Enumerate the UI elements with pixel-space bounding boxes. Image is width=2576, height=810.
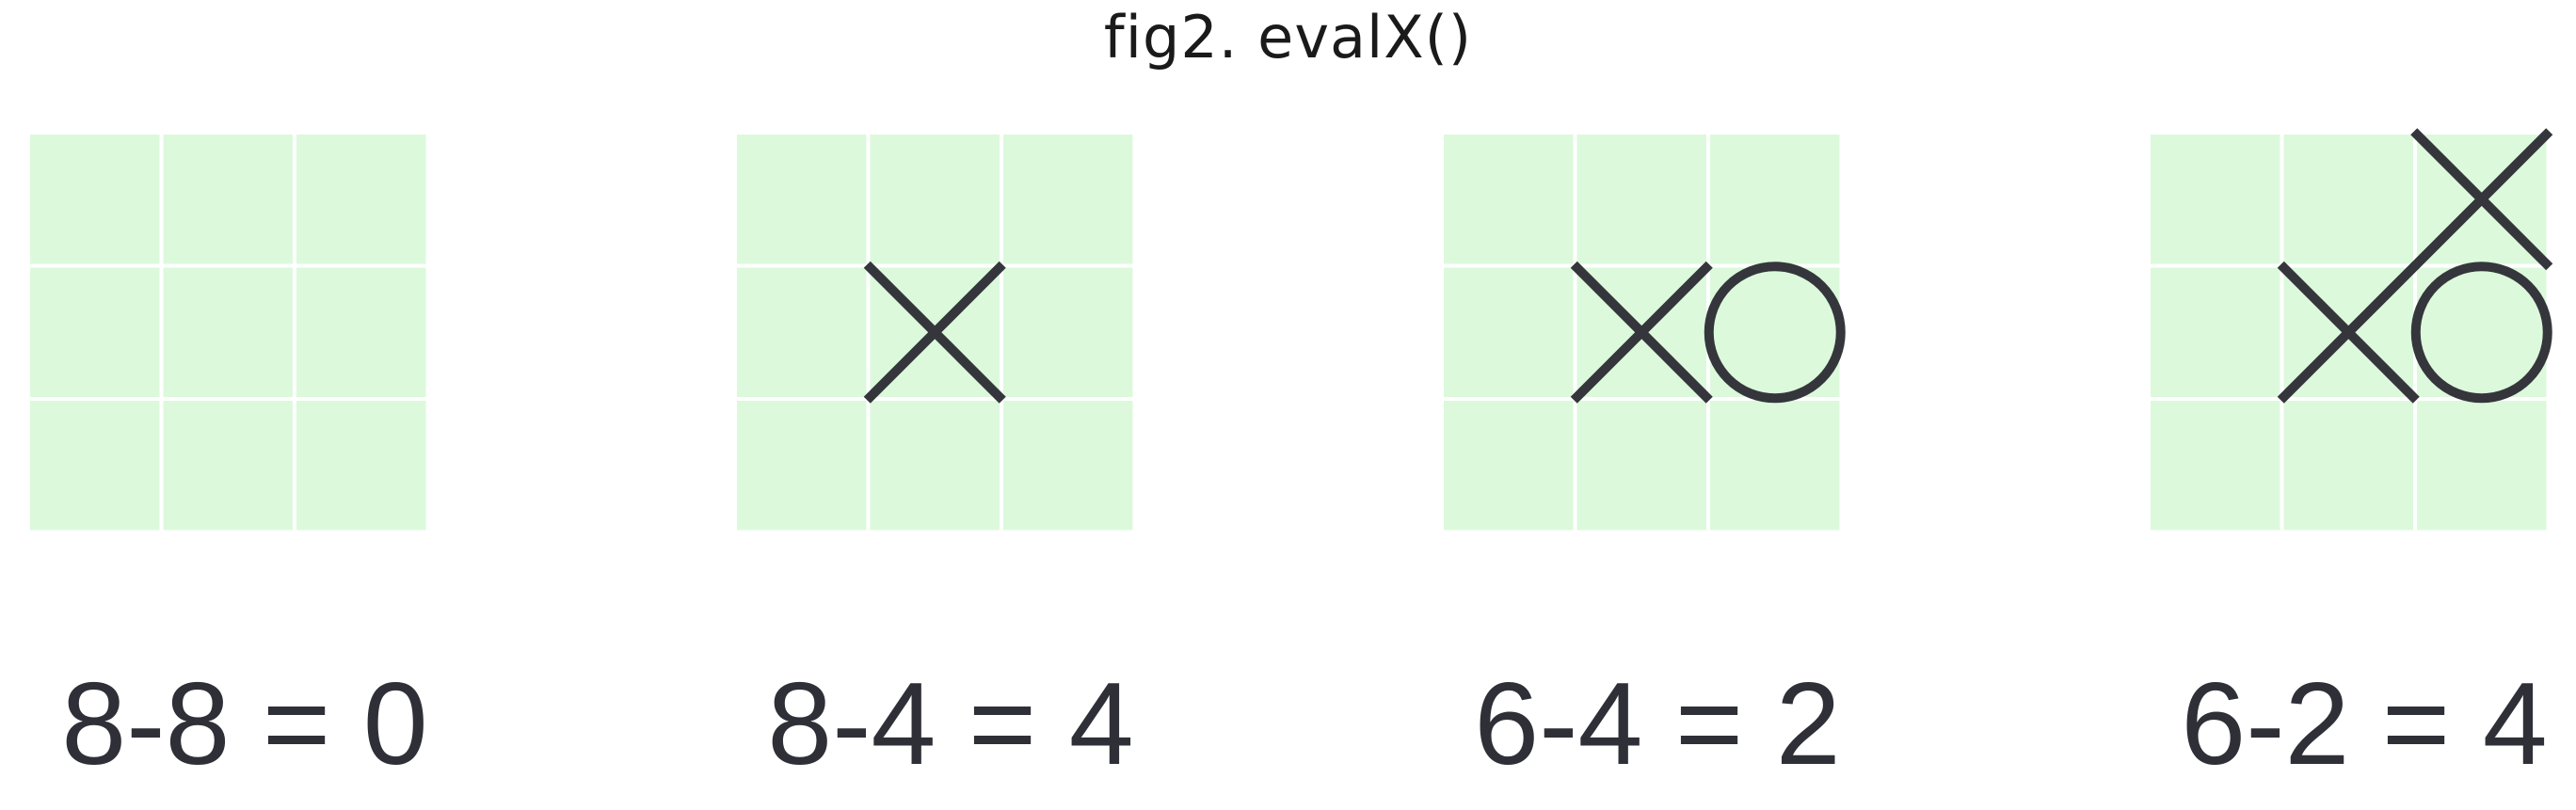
board-cell[interactable] (296, 267, 426, 398)
board-cell[interactable] (1003, 401, 1133, 531)
board-cell[interactable] (2151, 267, 2280, 398)
boards-layer (30, 128, 2553, 531)
board-cell[interactable] (1710, 401, 1840, 531)
board-cell[interactable] (2417, 267, 2547, 398)
board-1 (30, 135, 426, 531)
board-cell[interactable] (1444, 267, 1574, 398)
board-cell[interactable] (1576, 401, 1707, 531)
board-cell[interactable] (2151, 401, 2280, 531)
board-cell[interactable] (30, 401, 160, 531)
board-2 (737, 135, 1133, 531)
board-cell[interactable] (737, 401, 867, 531)
board-cell[interactable] (1444, 135, 1574, 264)
board-cell[interactable] (1576, 135, 1707, 264)
board-cell[interactable] (2283, 401, 2414, 531)
o-mark (2410, 262, 2552, 404)
board-caption-4: 6-2 = 4 (2181, 659, 2548, 789)
board-cell[interactable] (1710, 135, 1840, 264)
board-cell[interactable] (30, 135, 160, 264)
board-4 (2151, 128, 2553, 531)
board-cell[interactable] (737, 267, 867, 398)
o-mark (1704, 262, 1846, 404)
board-caption-3: 6-4 = 2 (1474, 659, 1841, 789)
board-cell[interactable] (2417, 401, 2547, 531)
board-cell[interactable] (1444, 401, 1574, 531)
connecting-line (2344, 196, 2486, 336)
board-cell[interactable] (870, 401, 1000, 531)
x-mark (1570, 261, 1713, 404)
board-cell[interactable] (737, 135, 867, 264)
x-mark (863, 261, 1006, 404)
board-caption-1: 8-8 = 0 (61, 659, 428, 789)
board-cell[interactable] (296, 135, 426, 264)
board-cell[interactable] (2283, 135, 2414, 264)
board-cell[interactable] (163, 401, 294, 531)
board-cell[interactable] (870, 135, 1000, 264)
board-cell[interactable] (2151, 135, 2280, 264)
board-cell[interactable] (163, 267, 294, 398)
board-cell[interactable] (1003, 135, 1133, 264)
board-3 (1444, 135, 1846, 531)
board-cell[interactable] (30, 267, 160, 398)
board-cell[interactable] (163, 135, 294, 264)
board-cell[interactable] (296, 401, 426, 531)
board-cell[interactable] (1003, 267, 1133, 398)
board-cell[interactable] (1710, 267, 1840, 398)
figure-title: fig2. evalX() (1103, 3, 1473, 71)
board-caption-2: 8-4 = 4 (767, 659, 1134, 789)
